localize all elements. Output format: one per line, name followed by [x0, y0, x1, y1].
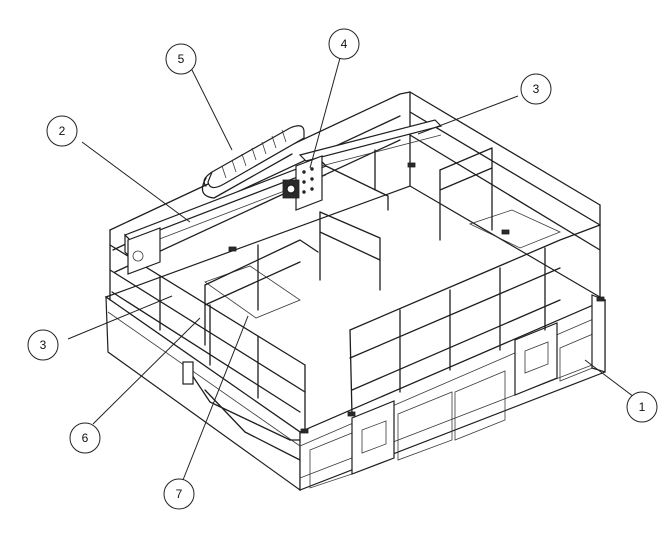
- callout-5: 5: [165, 43, 197, 75]
- leader-lines: [67, 57, 639, 481]
- callout-4: 4: [328, 28, 360, 60]
- callout-1-label: 1: [639, 400, 646, 414]
- callout-2: 2: [46, 115, 78, 147]
- gantry-beams: [123, 119, 443, 275]
- callout-7-label: 7: [176, 487, 183, 501]
- callout-7: 7: [163, 478, 195, 510]
- callout-6: 6: [69, 422, 101, 454]
- callout-5-label: 5: [178, 52, 185, 66]
- callout-3-left-label: 3: [40, 338, 47, 352]
- callout-3-right-label: 3: [533, 82, 540, 96]
- carriage: [282, 155, 323, 211]
- callout-2-label: 2: [59, 124, 66, 138]
- base-frame: [104, 185, 607, 492]
- cable-carrier: [201, 125, 305, 199]
- callout-1: 1: [626, 391, 658, 423]
- callout-3-right: 3: [520, 73, 552, 105]
- callout-3-left: 3: [27, 329, 59, 361]
- callout-6-label: 6: [82, 431, 89, 445]
- callout-4-label: 4: [341, 37, 348, 51]
- guard-rails: [109, 91, 605, 434]
